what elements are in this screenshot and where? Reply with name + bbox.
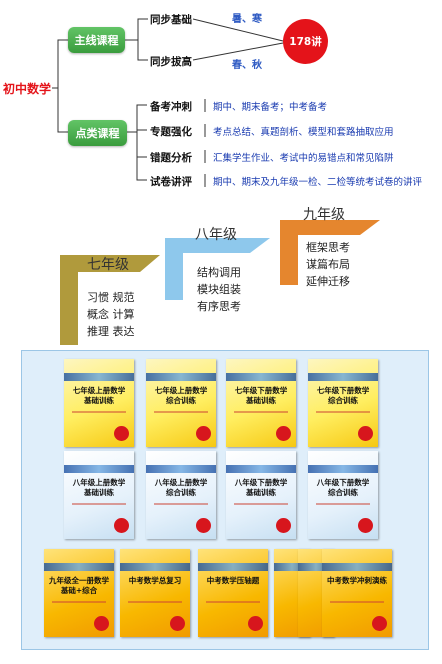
root-node: 初中数学 <box>3 82 52 96</box>
book-cover: 八年级上册数学 综合训练 <box>146 451 216 539</box>
lecture-count-badge: 178讲 <box>283 19 328 64</box>
grade9-point: 谋篇布局 <box>306 258 350 271</box>
book-title: 七年级上册数学 基础训练 <box>72 386 126 405</box>
grade9-title: 九年级 <box>303 207 345 223</box>
item-exam-sprint: 备考冲刺 <box>150 101 192 113</box>
book-title: 八年级上册数学 综合训练 <box>154 478 208 497</box>
grade8-point: 模块组装 <box>197 283 241 296</box>
book-cover: 七年级下册数学 综合训练 <box>308 359 378 447</box>
book-title: 八年级上册数学 基础训练 <box>72 478 126 497</box>
book-cover: 七年级上册数学 基础训练 <box>64 359 134 447</box>
book-cover: 中考数学压轴题 <box>198 549 268 637</box>
grade8-title: 八年级 <box>195 227 237 243</box>
special-course-node: 点类课程 <box>68 120 127 146</box>
book-title: 中考数学冲刺演练 <box>327 576 387 585</box>
item-paper-review: 试卷讲评 <box>150 176 192 188</box>
book-title: 七年级上册数学 综合训练 <box>154 386 208 405</box>
season-spring-autumn: 春、秋 <box>232 60 262 71</box>
book-cover: 中考数学总复习 <box>120 549 190 637</box>
book-cover: 七年级上册数学 综合训练 <box>146 359 216 447</box>
season-summer-winter: 暑、寒 <box>232 14 262 25</box>
desc-error-analysis: 汇集学生作业、考试中的易错点和常见陷阱 <box>213 153 394 164</box>
grade7-point: 习惯 规范 <box>87 291 135 304</box>
book-cover: 中考数学冲刺演练 <box>322 549 392 637</box>
grade9-point: 框架思考 <box>306 241 350 254</box>
desc-topic-strengthen: 考点总结、真题剖析、模型和套路抽取应用 <box>213 127 394 138</box>
book-covers-panel: 七年级上册数学 基础训练 七年级上册数学 综合训练 七年级下册数学 基础训练 七… <box>21 350 429 650</box>
grade8-points: 结构调用 模块组装 有序思考 <box>197 264 241 315</box>
book-title: 七年级下册数学 综合训练 <box>316 386 370 405</box>
book-title: 中考数学总复习 <box>128 576 182 585</box>
grade7-points: 习惯 规范 概念 计算 推理 表达 <box>87 289 135 340</box>
book-title: 七年级下册数学 基础训练 <box>234 386 288 405</box>
grade9-point: 延伸迁移 <box>306 275 350 288</box>
grade8-point: 结构调用 <box>197 266 241 279</box>
item-topic-strengthen: 专题强化 <box>150 126 192 138</box>
book-title: 八年级下册数学 综合训练 <box>316 478 370 497</box>
grade7-point: 推理 表达 <box>87 325 135 338</box>
book-cover: 八年级上册数学 基础训练 <box>64 451 134 539</box>
grade7-title: 七年级 <box>87 257 129 273</box>
book-cover: 九年级全一册数学 基础+综合 <box>44 549 114 637</box>
grade8-point: 有序思考 <box>197 300 241 313</box>
book-cover: 八年级下册数学 综合训练 <box>308 451 378 539</box>
book-title: 九年级全一册数学 基础+综合 <box>49 576 109 595</box>
sync-advanced-label: 同步拔高 <box>150 56 192 68</box>
sync-basic-label: 同步基础 <box>150 14 192 26</box>
book-title: 八年级下册数学 基础训练 <box>234 478 288 497</box>
book-cover: 八年级下册数学 基础训练 <box>226 451 296 539</box>
book-cover: 七年级下册数学 基础训练 <box>226 359 296 447</box>
grade7-point: 概念 计算 <box>87 308 135 321</box>
main-course-node: 主线课程 <box>68 27 125 53</box>
book-title: 中考数学压轴题 <box>206 576 260 585</box>
grade9-points: 框架思考 谋篇布局 延伸迁移 <box>306 239 350 290</box>
desc-paper-review: 期中、期末及九年级一检、二检等统考试卷的讲评 <box>213 177 423 188</box>
desc-exam-sprint: 期中、期末备考；中考备考 <box>213 102 328 113</box>
item-error-analysis: 错题分析 <box>150 152 192 164</box>
